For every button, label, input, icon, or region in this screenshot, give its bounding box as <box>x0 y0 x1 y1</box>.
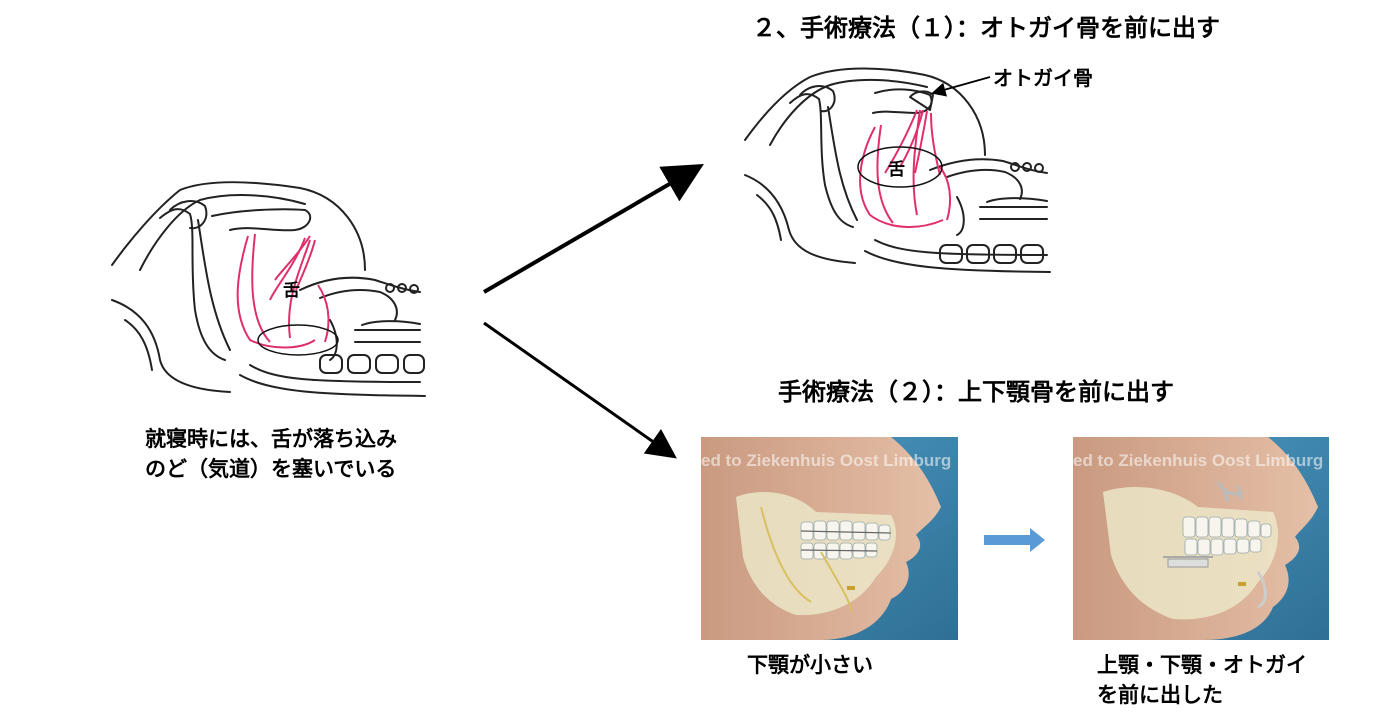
left-airway-diagram: 舌 <box>100 170 440 400</box>
surgery1-drawing <box>744 67 1051 273</box>
surgery2-title: 手術療法（２）：上下顎骨を前に出す <box>778 378 1174 406</box>
surgery1-title: ２、手術療法（１）：オトガイ骨を前に出す <box>752 14 1220 42</box>
surgery1-tongue-label: 舌 <box>888 160 905 180</box>
after-caption: 上顎・下顎・オトガイ を前に出した <box>1097 650 1307 710</box>
before-jaw-render <box>701 437 958 640</box>
left-caption: 就寝時には、舌が落ち込み のど（気道）を塞いでいる <box>145 424 397 484</box>
tongue-label: 舌 <box>283 281 300 301</box>
before-photo: ed to Ziekenhuis Oost Limburg <box>701 437 958 640</box>
tongue-oval <box>857 146 943 188</box>
after-caption-line2: を前に出した <box>1097 683 1223 707</box>
left-caption-line2: のど（気道）を塞いでいる <box>145 457 397 481</box>
bone-pointer-arrow <box>931 76 991 97</box>
surgery1-diagram: 舌 <box>735 55 1055 280</box>
after-photo: ed to Ziekenhuis Oost Limburg <box>1073 437 1329 640</box>
before-caption: 下顎が小さい <box>747 653 873 677</box>
arrow-to-surgery1 <box>482 163 704 294</box>
after-watermark: ed to Ziekenhuis Oost Limburg <box>1073 451 1324 470</box>
arrow-to-surgery2 <box>483 321 677 459</box>
left-airway-drawing <box>111 181 426 397</box>
obstruction-oval <box>257 324 339 356</box>
after-caption-line1: 上顎・下顎・オトガイ <box>1097 653 1307 677</box>
left-caption-line1: 就寝時には、舌が落ち込み <box>145 427 397 451</box>
after-jaw-render <box>1073 437 1329 640</box>
bone-label: オトガイ骨 <box>993 66 1093 90</box>
before-watermark: ed to Ziekenhuis Oost Limburg <box>701 451 952 470</box>
